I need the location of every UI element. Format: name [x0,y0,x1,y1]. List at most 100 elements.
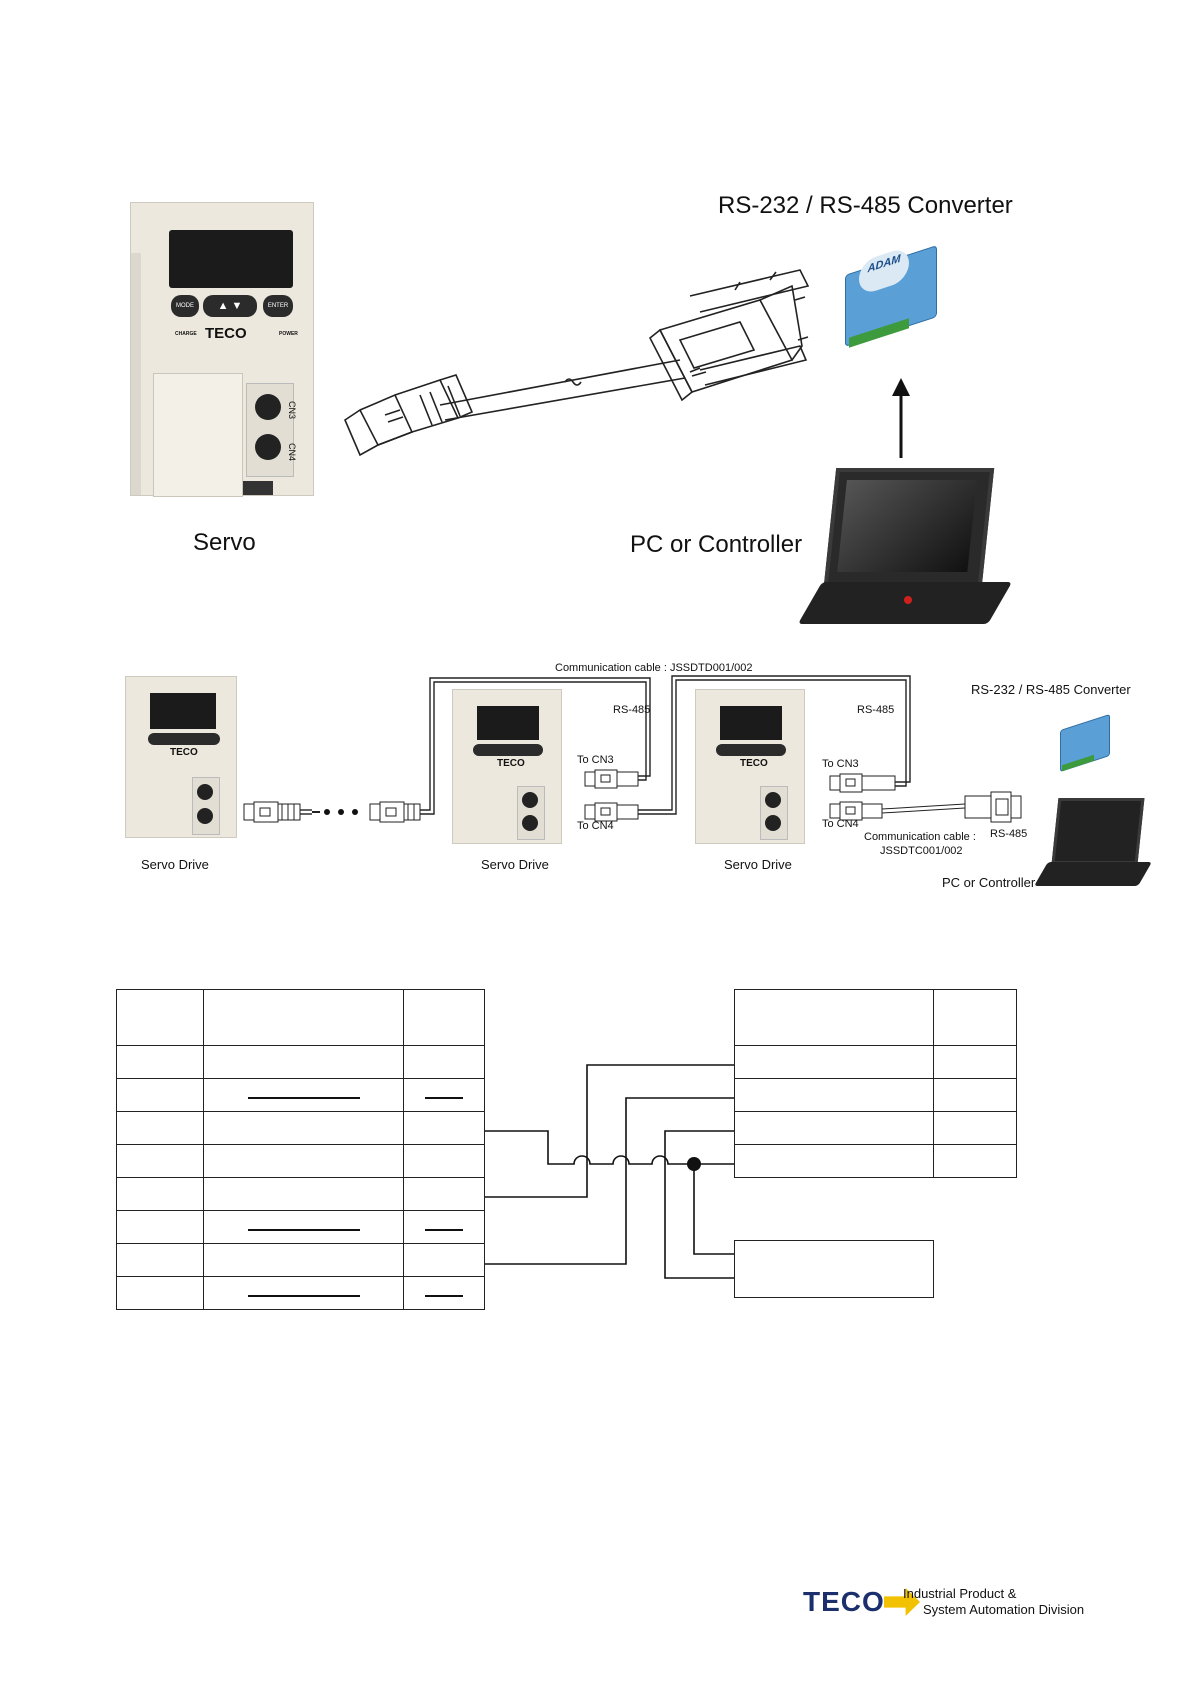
drive-3-display [720,706,782,740]
servo-drive-image: MODE ▲ ▼ ENTER CHARGE TECO POWER CN3 CN4 [130,202,314,497]
table-row [116,989,485,1046]
table-row [734,1078,1017,1112]
laptop-image [797,464,1013,632]
table-cell [403,1078,485,1112]
servo-drive-3-image: TECO [695,689,805,844]
drive-3-keypad [716,744,786,756]
servo-port-block [246,383,294,477]
drive-2-brand: TECO [497,758,525,769]
table-row [116,1210,485,1244]
converter-label: RS-232 / RS-485 Converter [718,192,1013,219]
rs485-label-3: RS-485 [990,828,1028,840]
footer-line-2: System Automation Division [923,1602,1085,1617]
teco-logo-text: TECO [803,1586,885,1617]
servo-drive-1-image: TECO [125,676,237,838]
converter-small-label: RS-232 / RS-485 Converter [971,682,1131,697]
drive-1-ports [192,777,220,835]
servo-brand: TECO [205,325,247,342]
servo-terminal [243,481,273,495]
power-label: POWER [279,331,298,337]
servo-side-edge [131,253,141,495]
table-row [734,1045,1017,1079]
inverted-signal-bar [425,1097,463,1099]
servo-drive-label-2: Servo Drive [481,857,549,872]
table-cell [403,1111,485,1145]
table-cell [203,1210,404,1244]
drive-3-cn4-icon [765,815,781,831]
drive-2-cn4-icon [522,815,538,831]
rs485-label-2: RS-485 [857,704,895,716]
table-cell [734,1111,934,1145]
drive-1-cn4-icon [197,808,213,824]
table-cell [933,1144,1017,1178]
table-cell [734,1144,934,1178]
drive-3-ports [760,786,788,840]
mode-button: MODE [171,295,199,317]
servo-brand-row: CHARGE TECO POWER [175,325,305,343]
table-cell [933,989,1017,1046]
table-cell [403,1276,485,1310]
drive-3-brand: TECO [740,758,768,769]
trackpoint-icon [904,596,912,604]
servo-drive-label-3: Servo Drive [724,857,792,872]
drive-2-display [477,706,539,740]
pc-controller-small-label: PC or Controller [942,875,1036,890]
pc-controller-label: PC or Controller [630,531,803,558]
table-cell [116,1210,204,1244]
to-cn4-label-1: To CN4 [577,820,614,832]
table-cell [403,989,485,1046]
cable-bottom-label-2: JSSDTC001/002 [880,845,963,857]
to-cn4-label-2: To CN4 [822,818,859,830]
servo-display [169,230,293,288]
drive-1-brand: TECO [170,747,198,758]
rs485-label-1: RS-485 [613,704,651,716]
inverted-signal-bar [425,1295,463,1297]
table-row [116,1078,485,1112]
drive-2-keypad [473,744,543,756]
drive-1-display [150,693,216,729]
inverted-signal-bar [247,1097,360,1099]
drive-3-cn3-icon [765,792,781,808]
footer-line-1: Industrial Product & [903,1586,1017,1601]
drive-1-keypad [148,733,220,745]
table-cell [933,1078,1017,1112]
inverted-signal-bar [425,1229,463,1231]
inverted-signal-bar [247,1295,360,1297]
cable-top-label: Communication cable : JSSDTD001/002 [555,662,753,674]
enter-button: ENTER [263,295,293,317]
servo-keypad: MODE ▲ ▼ ENTER [171,295,301,319]
up-down-buttons: ▲ ▼ [203,295,257,317]
table-cell [403,1045,485,1079]
charge-label: CHARGE [175,331,197,337]
to-cn3-label-1: To CN3 [577,754,614,766]
drive-2-ports [517,786,545,840]
servo-drive-label-1: Servo Drive [141,857,209,872]
servo-label: Servo [193,529,256,556]
converter-pin-table [734,989,1017,1178]
cn3-port-icon [255,394,281,420]
servo-lower-panel [153,373,243,497]
servo-connector-pin-table [116,989,485,1310]
junction-dot [687,1157,701,1171]
table-cell [116,1111,204,1145]
table-cell [116,989,204,1046]
table-row [116,1243,485,1277]
drive-1-cn3-icon [197,784,213,800]
table-cell [203,989,404,1046]
servo-drive-2-image: TECO [452,689,562,844]
table-cell [116,1045,204,1079]
to-cn3-label-2: To CN3 [822,758,859,770]
cn4-port-icon [255,434,281,460]
table-cell [203,1276,404,1310]
table-row [116,1111,485,1145]
drive-2-cn3-icon [522,792,538,808]
table-row [116,1276,485,1310]
table-row [116,1144,485,1178]
teco-logo: TECO [803,1586,885,1618]
table-row [734,1144,1017,1178]
table-cell [116,1078,204,1112]
table-cell [203,1078,404,1112]
